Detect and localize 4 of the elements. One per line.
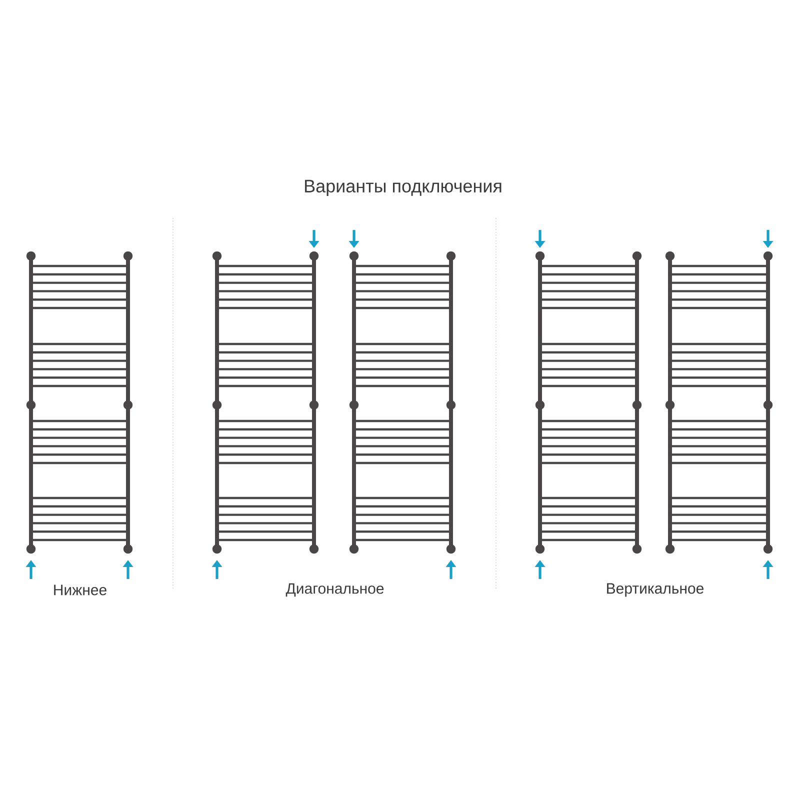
title: Варианты подключения — [305, 180, 502, 196]
caption-text: Нижнее — [54, 584, 106, 596]
caption-text: Диагональное — [286, 583, 384, 597]
caption-text: Вертикальное — [607, 583, 704, 597]
